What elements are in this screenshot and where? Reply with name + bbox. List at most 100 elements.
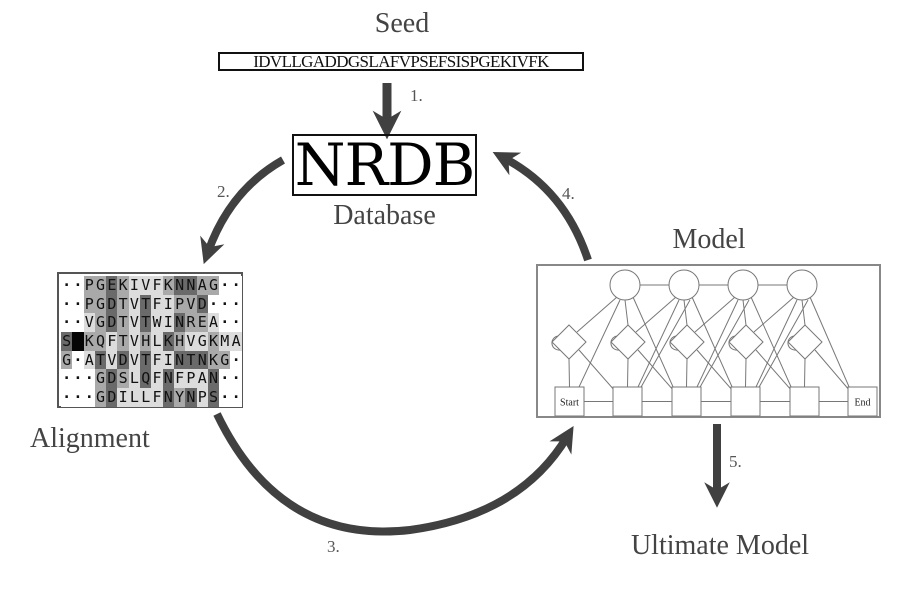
alignment-cell: A [196, 276, 208, 295]
alignment-cell: P [196, 388, 208, 407]
alignment-cell: H [173, 332, 186, 351]
alignment-cell: T [140, 313, 152, 333]
alignment-cell: · [61, 294, 73, 314]
insert-state-diamond [728, 324, 764, 360]
insert-state-diamond [610, 324, 646, 360]
alignment-cell: D [106, 369, 118, 389]
alignment-cell: V [106, 350, 118, 370]
alignment-cell: N [173, 350, 186, 370]
alignment-cell: F [151, 388, 163, 407]
alignment-cell: E [106, 276, 118, 295]
alignment-cell: K [117, 276, 129, 295]
alignment-cell: · [83, 388, 95, 407]
alignment-cell: · [61, 313, 73, 333]
transition-line [698, 299, 750, 390]
alignment-cell: · [72, 276, 84, 295]
alignment-cell: G [94, 294, 107, 314]
alignment-cell: · [230, 369, 242, 389]
alignment-cell: V [83, 313, 95, 333]
alignment-cell: · [207, 294, 220, 314]
alignment-cell: H [140, 332, 152, 351]
alignment-cell: V [128, 350, 141, 370]
transition-line [755, 349, 793, 392]
alignment-cell: K [207, 332, 220, 351]
transition-line [755, 299, 798, 388]
self-loop-arc [728, 335, 738, 351]
transition-line [750, 296, 793, 390]
insert-state-diamond [551, 324, 587, 360]
alignment-cell: I [117, 388, 129, 407]
insert-state-diamond [669, 324, 705, 360]
self-loop-arc [669, 335, 679, 351]
transition-line [637, 299, 680, 388]
match-state-square [789, 386, 820, 417]
alignment-cell: F [106, 332, 118, 351]
step-3-label: 3. [327, 537, 340, 556]
alignment-cell: G [196, 332, 208, 351]
alignment-cell: F [151, 369, 163, 389]
alignment-cell: · [230, 313, 242, 333]
alignment-cell: Q [94, 332, 107, 351]
alignment-cell: I [162, 294, 174, 314]
match-state-square [671, 386, 702, 417]
alignment-cell: L [140, 388, 152, 407]
match-state-square [612, 386, 643, 417]
alignment-cell: Q [140, 369, 152, 389]
alignment-cell: P [83, 276, 95, 295]
insert-state-diamond [787, 324, 823, 360]
alignment-cell: · [219, 369, 231, 389]
alignment-cell: L [151, 332, 163, 351]
alignment-cell: S [207, 388, 220, 407]
alignment-cell: · [72, 388, 84, 407]
arrow-step-4 [492, 152, 592, 262]
transition-line [745, 358, 747, 388]
match-state-square [730, 386, 761, 417]
alignment-cell: I [162, 313, 174, 333]
alignment-cell: N [207, 369, 220, 389]
transition-line [814, 349, 851, 392]
end-label: End [854, 398, 870, 409]
database-label: Database [333, 200, 436, 231]
alignment-cell: D [106, 313, 118, 333]
alignment-cell: V [185, 332, 197, 351]
transition-line [694, 296, 736, 333]
alignment-cell: N [162, 388, 174, 407]
alignment-cell: · [72, 350, 84, 370]
alignment-cell: V [128, 332, 141, 351]
hmm-model-box: Start End [536, 264, 881, 418]
arrow-step-3 [213, 412, 574, 536]
self-loop-arc [610, 335, 620, 351]
delete-state-circle [668, 269, 700, 301]
transition-line [804, 358, 806, 388]
alignment-cell: W [151, 313, 163, 333]
alignment-cell: G [94, 313, 107, 333]
alignment-cell: L [128, 369, 141, 389]
alignment-cell: T [117, 313, 129, 333]
alignment-cell: N [162, 369, 174, 389]
alignment-cell: · [219, 388, 231, 407]
transition-line [639, 299, 691, 390]
transition-line [624, 299, 629, 326]
transition-line [568, 358, 570, 388]
alignment-cell: D [106, 294, 118, 314]
alignment-cell: · [83, 369, 95, 389]
transition-line [576, 296, 618, 333]
alignment-cell: F [151, 294, 163, 314]
start-label: Start [560, 398, 579, 409]
alignment-cell: T [117, 332, 129, 351]
alignment-cell [72, 332, 84, 351]
alignment-cell: N [185, 276, 197, 295]
alignment-cell: D [106, 388, 118, 407]
alignment-cell: V [128, 294, 141, 314]
alignment-cell: T [94, 350, 107, 370]
transition-line [742, 299, 747, 326]
transition-line [635, 296, 677, 333]
transition-line [753, 296, 795, 333]
alignment-cell: V [140, 276, 152, 295]
alignment-cell: F [151, 350, 163, 370]
transition-line [691, 296, 734, 390]
alignment-cell: F [173, 369, 186, 389]
step-2-label: 2. [217, 182, 230, 201]
